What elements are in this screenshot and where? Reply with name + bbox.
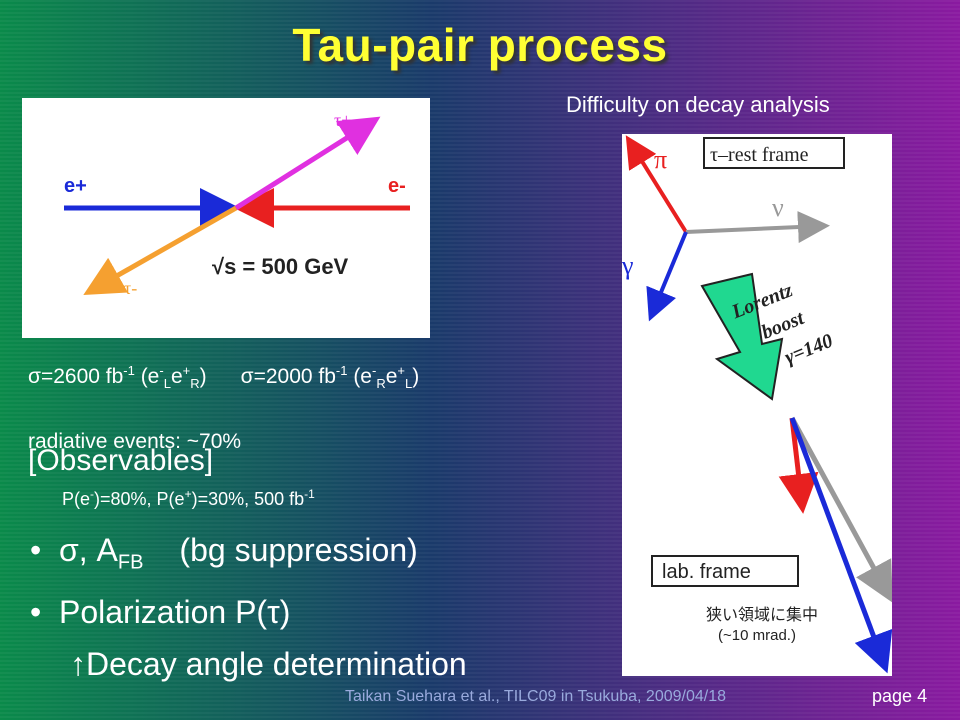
gamma-label: γ (622, 251, 634, 280)
radiative-events-text: radiative events: ~70% (28, 430, 242, 453)
observables-heading: [Observables] (28, 444, 214, 477)
eplus-label: e+ (64, 175, 87, 197)
tau-decay-diagram: τ–rest frame π ν γ Lorentz boost γ=140 l… (622, 134, 892, 676)
footer-citation: Taikan Suehara et al., TILC09 in Tsukuba… (345, 688, 727, 705)
boost-label-3: γ=140 (782, 330, 836, 369)
slide-title: Tau-pair process (292, 19, 668, 71)
boost-label-2: boost (759, 306, 809, 343)
bullet-cross-section: • σ, AFB(bg suppression) (30, 532, 418, 574)
decay-angle-text: ↑Decay angle determination (70, 646, 467, 682)
eminus-label: e- (388, 175, 406, 197)
pi-label: π (654, 145, 667, 174)
nu-label: ν (772, 193, 784, 222)
page-number: page 4 (872, 686, 928, 706)
jp-note: 狭い領域に集中 (706, 605, 818, 624)
tauplus-label: τ+ (334, 110, 351, 130)
lab-frame-label: lab. frame (662, 561, 751, 583)
bullet-polarization: • Polarization P(τ) (30, 594, 291, 630)
energy-label: √s = 500 GeV (212, 254, 349, 279)
polarization-conditions: P(e-)=80%, P(e+)=30%, 500 fb-1 (62, 487, 315, 509)
mrad-note: (~10 mrad.) (718, 627, 796, 644)
cross-section-text: σ=2600 fb-1 (e-Le+R)σ=2000 fb-1 (e-Re+L) (28, 363, 420, 392)
rest-frame-label: τ–rest frame (710, 144, 809, 166)
tauminus-label: τ- (124, 278, 137, 298)
decay-analysis-caption: Difficulty on decay analysis (566, 92, 830, 117)
feynman-diagram: e+ e- τ+ τ- √s = 500 GeV (22, 98, 430, 338)
